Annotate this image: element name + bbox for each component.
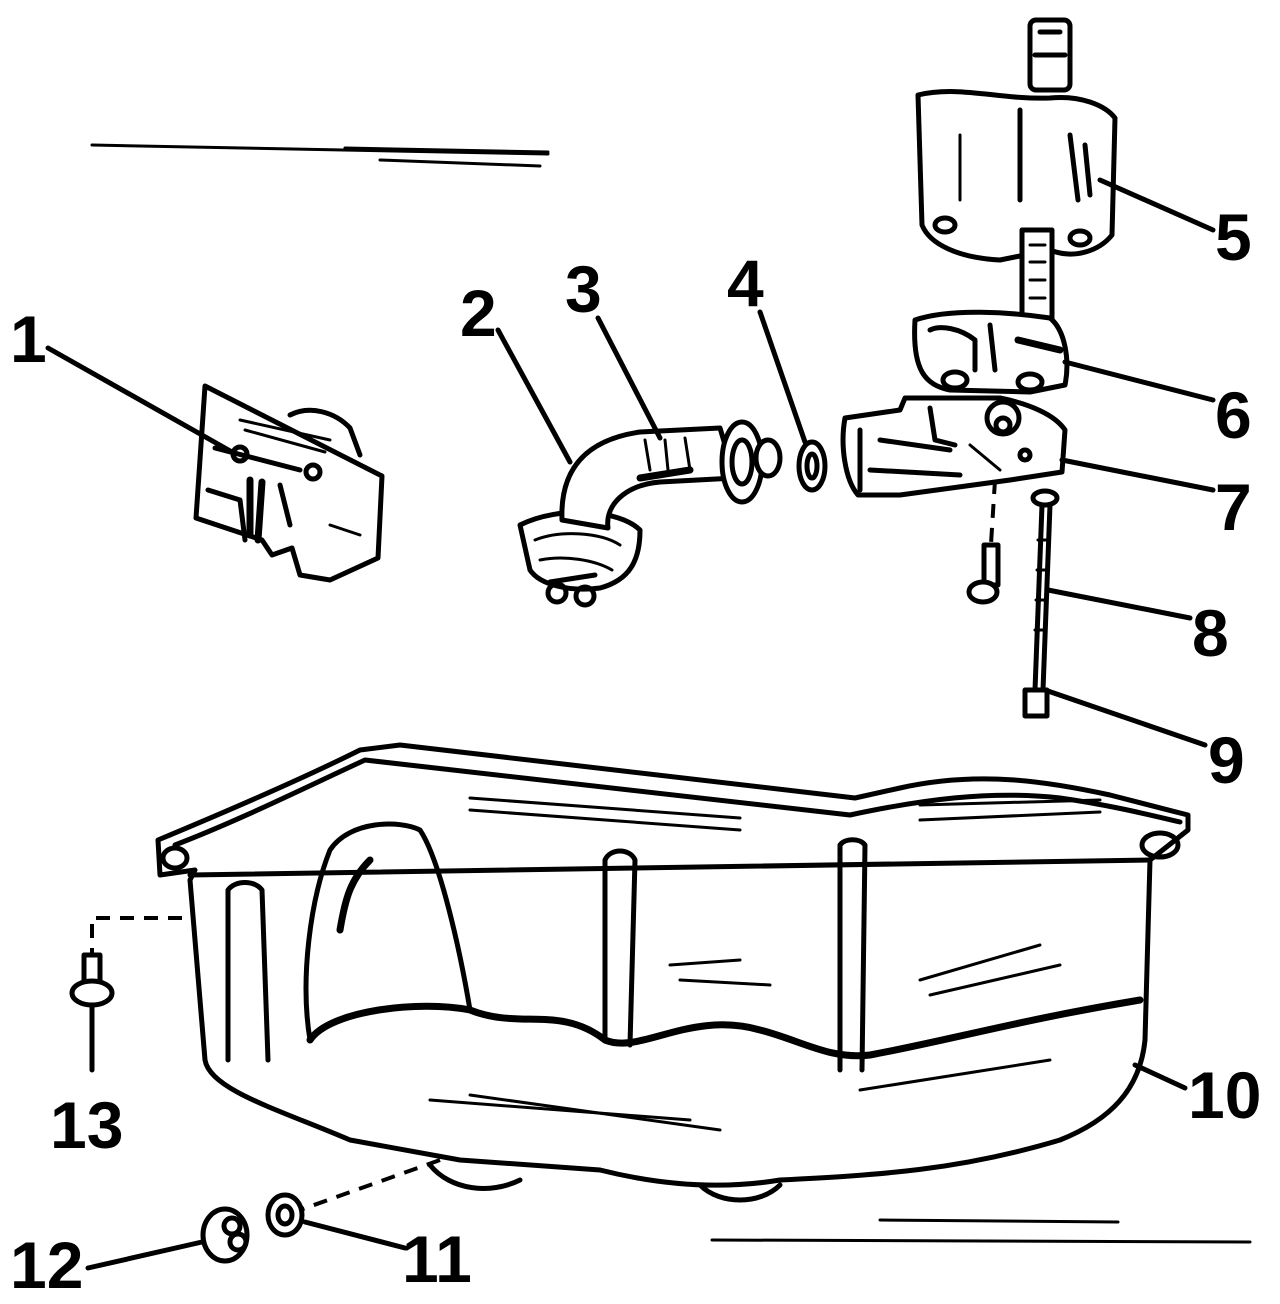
drain-plug-assembly bbox=[200, 1158, 441, 1264]
oil-pan bbox=[155, 742, 1191, 1203]
relief-valve bbox=[1022, 488, 1060, 719]
drive-housing bbox=[915, 17, 1118, 323]
callout-5: 5 bbox=[1215, 200, 1252, 274]
callout-8: 8 bbox=[1192, 596, 1229, 670]
callout-13: 13 bbox=[50, 1088, 123, 1162]
callout-1: 1 bbox=[10, 302, 47, 376]
oil-pump-body bbox=[840, 395, 1068, 498]
callout-labels: 1 2 3 4 5 6 7 8 9 10 11 12 13 bbox=[10, 200, 1261, 1302]
reference-line-top bbox=[90, 143, 550, 168]
callout-3: 3 bbox=[565, 252, 602, 326]
pump-bolt bbox=[966, 479, 1001, 605]
pan-bolt bbox=[69, 916, 182, 1073]
oil-pump-cover bbox=[912, 309, 1070, 395]
callout-6: 6 bbox=[1215, 378, 1252, 452]
callout-2: 2 bbox=[460, 276, 497, 350]
callout-7: 7 bbox=[1215, 470, 1252, 544]
gasket bbox=[796, 439, 828, 493]
callout-11: 11 bbox=[402, 1222, 472, 1296]
reference-line-bottom bbox=[710, 1218, 1252, 1244]
oil-strainer bbox=[517, 509, 643, 608]
oil-pickup-pipe bbox=[559, 419, 783, 531]
callout-4: 4 bbox=[727, 246, 764, 320]
leader-lines bbox=[45, 177, 1216, 1271]
baffle-plate bbox=[193, 383, 385, 583]
callout-12: 12 bbox=[10, 1228, 83, 1302]
callout-9: 9 bbox=[1208, 723, 1245, 797]
callout-10: 10 bbox=[1188, 1058, 1261, 1132]
